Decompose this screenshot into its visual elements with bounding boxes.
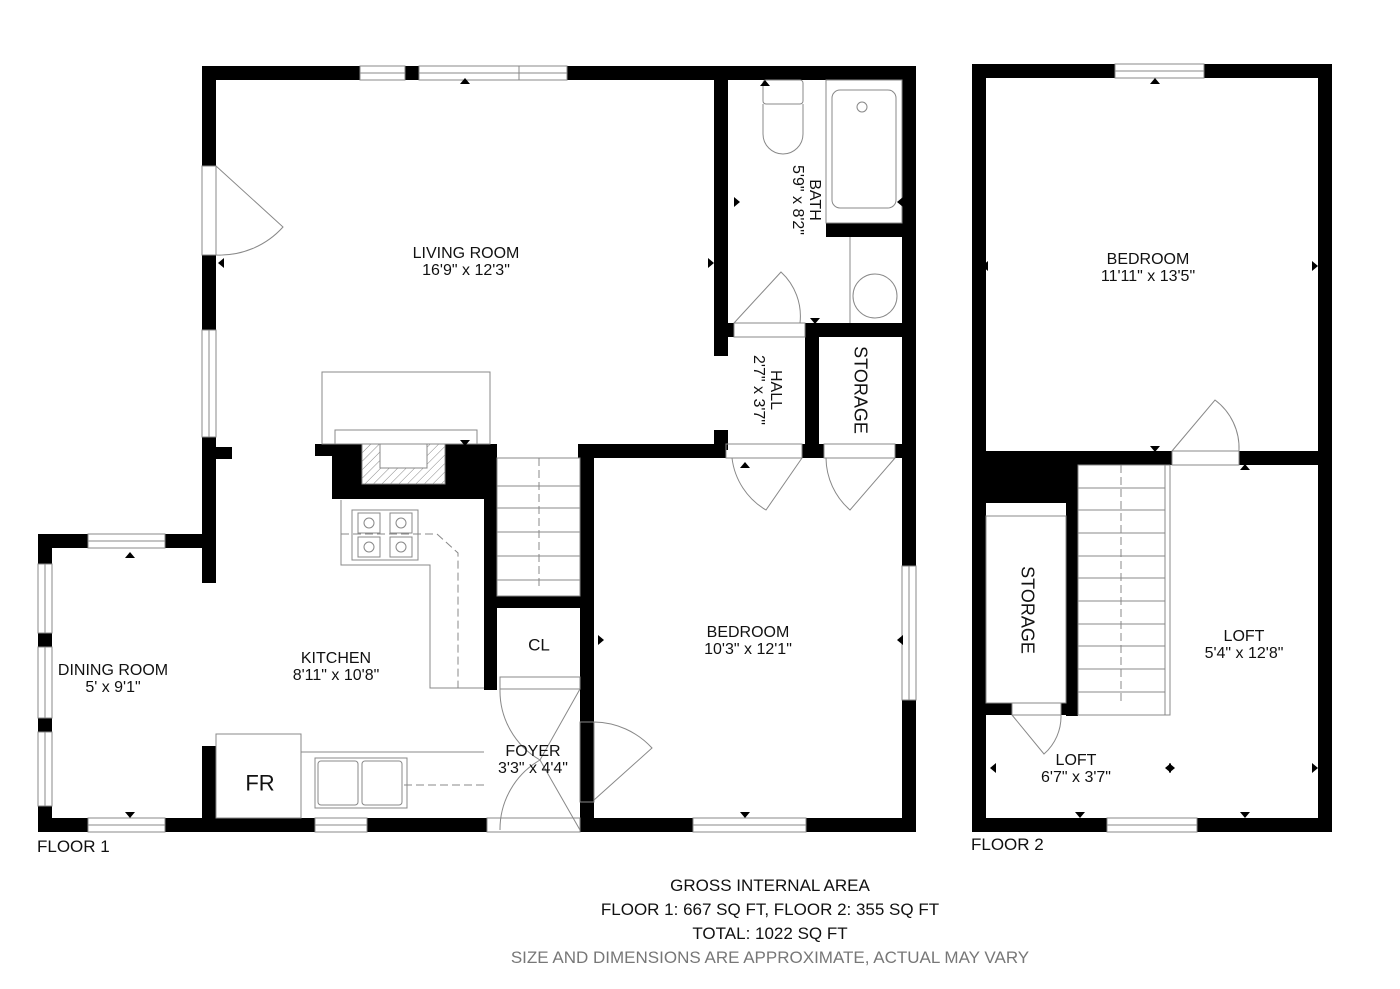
room-name: FOYER — [505, 743, 561, 760]
room-storage-floor1: STORAGE — [850, 346, 871, 434]
room-name: BATH — [806, 179, 823, 221]
room-dims: 10'3" x 12'1" — [704, 641, 792, 658]
room-name: BEDROOM — [1106, 251, 1190, 268]
room-storage-floor2: STORAGE — [1017, 566, 1038, 654]
room-name: KITCHEN — [300, 650, 372, 667]
room-dims: 5' x 9'1" — [85, 679, 141, 696]
area-disclaimer: SIZE AND DIMENSIONS ARE APPROXIMATE, ACT… — [510, 948, 1030, 967]
dimension-markers — [125, 78, 1318, 818]
floor-2-label: FLOOR 2 — [971, 835, 1044, 854]
fridge-label: FR — [245, 772, 274, 794]
floor-1-walls — [38, 66, 916, 832]
room-name: FR — [245, 770, 275, 796]
room-name: STORAGE — [850, 346, 871, 434]
room-name: LIVING ROOM — [412, 245, 520, 262]
room-dims: 11'11" x 13'5" — [1100, 268, 1196, 285]
room-dims: 5'4" x 12'8" — [1204, 645, 1284, 662]
floor-1-label: FLOOR 1 — [37, 837, 110, 856]
room-bedroom-floor2: BEDROOM 11'11" x 13'5" — [1101, 251, 1195, 285]
room-dims: 2'7" x 3'7" — [750, 355, 767, 425]
room-loft-large: LOFT 5'4" x 12'8" — [1205, 628, 1284, 662]
room-dims: 6'7" x 3'7" — [1041, 769, 1111, 786]
room-closet: CL — [528, 637, 550, 654]
floor-2-fixtures — [985, 63, 1240, 833]
room-dims: 3'3" x 4'4" — [498, 760, 568, 777]
room-dims: 16'9" x 12'3" — [422, 262, 510, 279]
room-name: LOFT — [1223, 628, 1265, 645]
room-name: LOFT — [1055, 752, 1097, 769]
room-bedroom-floor1: BEDROOM 10'3" x 12'1" — [704, 624, 792, 658]
room-name: CL — [528, 635, 550, 655]
room-bath: BATH 5'9" x 8'2" — [789, 165, 823, 235]
room-dims: 8'11" x 10'8" — [292, 667, 380, 684]
room-dims: 5'9" x 8'2" — [789, 165, 806, 235]
area-floors: FLOOR 1: 667 SQ FT, FLOOR 2: 355 SQ FT — [600, 900, 940, 919]
floor-1-fixtures — [37, 65, 917, 833]
room-dining-room: DINING ROOM 5' x 9'1" — [58, 662, 168, 696]
room-hall: HALL 2'7" x 3'7" — [750, 355, 784, 425]
room-name: DINING ROOM — [57, 662, 169, 679]
area-total: TOTAL: 1022 SQ FT — [692, 924, 848, 943]
floor-2-walls — [972, 64, 1332, 832]
area-summary: GROSS INTERNAL AREA FLOOR 1: 667 SQ FT, … — [0, 874, 1400, 970]
area-title: GROSS INTERNAL AREA — [670, 876, 870, 895]
room-kitchen: KITCHEN 8'11" x 10'8" — [293, 650, 380, 684]
room-living-room: LIVING ROOM 16'9" x 12'3" — [413, 245, 520, 279]
room-name: STORAGE — [1017, 566, 1038, 654]
room-foyer: FOYER 3'3" x 4'4" — [498, 743, 568, 777]
room-name: HALL — [767, 369, 784, 411]
room-name: BEDROOM — [706, 624, 790, 641]
room-loft-small: LOFT 6'7" x 3'7" — [1041, 752, 1111, 786]
